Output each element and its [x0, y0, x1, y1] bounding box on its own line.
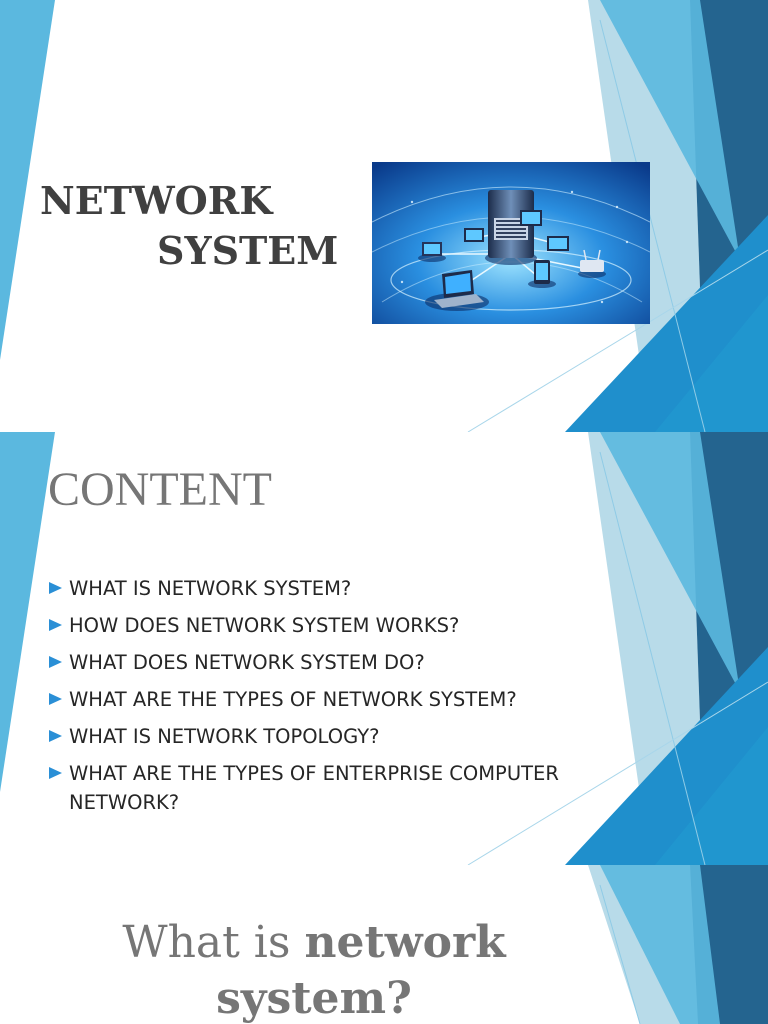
- bullet-text: WHAT ARE THE TYPES OF ENTERPRISE COMPUTE…: [69, 762, 559, 814]
- bullet-item: HOW DOES NETWORK SYSTEM WORKS?: [48, 611, 568, 640]
- bullet-text: WHAT IS NETWORK TOPOLOGY?: [69, 725, 380, 748]
- network-illustration-image: [372, 162, 650, 324]
- title-line-2: SYSTEM: [157, 228, 339, 273]
- bullet-text: WHAT ARE THE TYPES OF NETWORK SYSTEM?: [69, 688, 517, 711]
- slide-3-decoration: [588, 865, 768, 1024]
- slide-2: CONTENT WHAT IS NETWORK SYSTEM? HOW DOES…: [0, 432, 768, 865]
- bullet-item: WHAT IS NETWORK SYSTEM?: [48, 574, 568, 603]
- slide-1-title: NETWORK SYSTEM: [40, 176, 338, 276]
- bullet-arrow-icon: [49, 767, 62, 779]
- title-plain-text: What is: [122, 917, 305, 968]
- bullet-text: WHAT IS NETWORK SYSTEM?: [69, 577, 352, 600]
- slide-3-title: What is network system?: [0, 915, 628, 1024]
- bullet-item: WHAT IS NETWORK TOPOLOGY?: [48, 722, 568, 751]
- title-bold-text-1: network: [304, 917, 506, 968]
- bullet-arrow-icon: [49, 656, 62, 668]
- bullet-arrow-icon: [49, 582, 62, 594]
- bullet-item: WHAT DOES NETWORK SYSTEM DO?: [48, 648, 568, 677]
- bullet-arrow-icon: [49, 730, 62, 742]
- slide-3: What is network system?: [0, 865, 768, 1024]
- slide-1-decoration: [0, 0, 768, 432]
- content-heading: CONTENT: [48, 463, 272, 516]
- bullet-text: HOW DOES NETWORK SYSTEM WORKS?: [69, 614, 460, 637]
- bullet-arrow-icon: [49, 619, 62, 631]
- bullet-item: WHAT ARE THE TYPES OF NETWORK SYSTEM?: [48, 685, 568, 714]
- bullet-arrow-icon: [49, 693, 62, 705]
- title-bold-text-2: system?: [216, 973, 412, 1024]
- bullet-item: WHAT ARE THE TYPES OF ENTERPRISE COMPUTE…: [48, 759, 568, 817]
- title-line-1: NETWORK: [40, 178, 273, 223]
- slide-1: NETWORK SYSTEM: [0, 0, 768, 432]
- bullet-text: WHAT DOES NETWORK SYSTEM DO?: [69, 651, 425, 674]
- slide-2-decoration: [0, 432, 768, 865]
- content-bullet-list: WHAT IS NETWORK SYSTEM? HOW DOES NETWORK…: [48, 574, 568, 825]
